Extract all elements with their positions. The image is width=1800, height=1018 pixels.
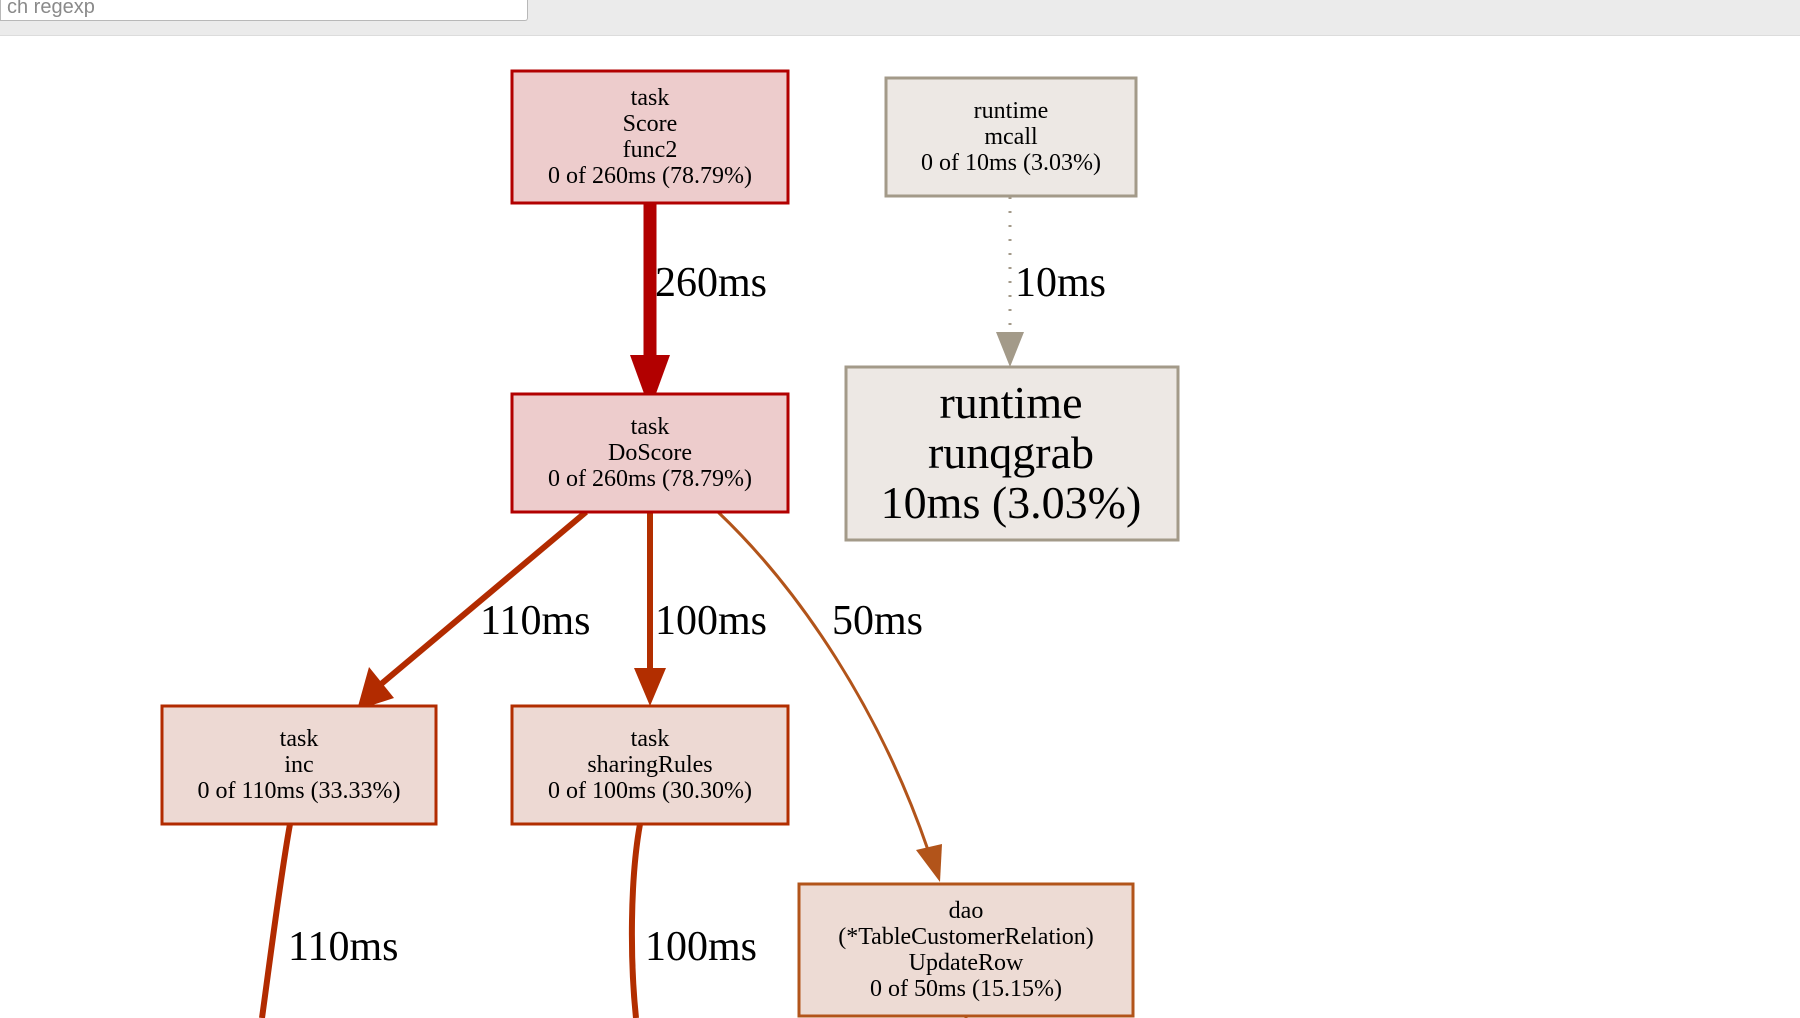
edge-path	[378, 509, 588, 688]
node-line: dao	[949, 898, 984, 924]
node-line: inc	[284, 752, 313, 778]
node-line: runqgrab	[928, 427, 1094, 478]
search-input[interactable]	[0, 0, 528, 21]
node-line: func2	[623, 137, 678, 163]
node-line: DoScore	[608, 440, 692, 466]
node-line: UpdateRow	[909, 950, 1024, 976]
node-line: 0 of 50ms (15.15%)	[870, 976, 1062, 1002]
node-line: Score	[623, 111, 678, 137]
node-line: 10ms (3.03%)	[881, 477, 1142, 528]
node-box	[797, 882, 1135, 1018]
arrowhead	[634, 668, 666, 706]
arrowhead	[630, 355, 670, 410]
edge-label: 260ms	[655, 260, 767, 306]
node-runqgrab[interactable]: runtime runqgrab 10ms (3.03%)	[844, 365, 1180, 542]
node-box	[510, 392, 790, 514]
node-box	[884, 76, 1138, 198]
edge-path	[628, 823, 643, 1018]
edge-label: 100ms	[655, 598, 767, 644]
node-line: (*TableCustomerRelation)	[838, 924, 1094, 950]
node-line: mcall	[984, 124, 1038, 150]
node-line: task	[631, 85, 670, 111]
node-box	[160, 704, 438, 826]
edge-doscore-to-sharingrules[interactable]: 100ms	[634, 512, 767, 706]
node-sharingrules[interactable]: task sharingRules 0 of 100ms (30.30%)	[510, 704, 790, 826]
node-line: task	[280, 726, 319, 752]
edge-sharingrules-out[interactable]: 100ms	[628, 823, 757, 1018]
toolbar	[0, 0, 1800, 36]
edge-inc-out[interactable]: 110ms	[259, 823, 398, 1018]
edge-label: 10ms	[1015, 260, 1106, 306]
node-line: 0 of 110ms (33.33%)	[197, 778, 400, 804]
node-line: 0 of 260ms (78.79%)	[548, 163, 752, 189]
node-line: runtime	[974, 98, 1049, 124]
node-updaterow[interactable]: dao (*TableCustomerRelation) UpdateRow 0…	[797, 882, 1135, 1018]
edge-score-to-doscore[interactable]: 260ms	[630, 203, 767, 410]
node-score-func2[interactable]: task Score func2 0 of 260ms (78.79%)	[510, 69, 790, 205]
node-box	[510, 69, 790, 205]
edge-path	[716, 510, 930, 851]
edge-label: 110ms	[480, 598, 590, 644]
node-line: 0 of 10ms (3.03%)	[921, 150, 1101, 176]
edge-doscore-to-updaterow[interactable]: 50ms	[716, 510, 942, 882]
edge-mcall-to-runqgrab[interactable]: 10ms	[996, 197, 1106, 367]
arrowhead	[996, 332, 1024, 367]
node-line: runtime	[939, 377, 1082, 428]
node-mcall[interactable]: runtime mcall 0 of 10ms (3.03%)	[884, 76, 1138, 198]
node-line: task	[631, 414, 670, 440]
edge-path	[259, 823, 293, 1018]
arrowhead	[916, 844, 942, 882]
node-line: task	[631, 726, 670, 752]
arrowhead	[357, 667, 394, 710]
edge-label: 50ms	[832, 598, 923, 644]
node-inc[interactable]: task inc 0 of 110ms (33.33%)	[160, 704, 438, 826]
node-box	[844, 365, 1180, 542]
node-line: 0 of 100ms (30.30%)	[548, 778, 752, 804]
node-doscore[interactable]: task DoScore 0 of 260ms (78.79%)	[510, 392, 790, 514]
node-box	[510, 704, 790, 826]
node-line: 0 of 260ms (78.79%)	[548, 466, 752, 492]
edge-label: 100ms	[645, 924, 757, 970]
node-line: sharingRules	[587, 752, 712, 778]
edge-doscore-to-inc[interactable]: 110ms	[357, 509, 590, 710]
edge-label: 110ms	[288, 924, 398, 970]
